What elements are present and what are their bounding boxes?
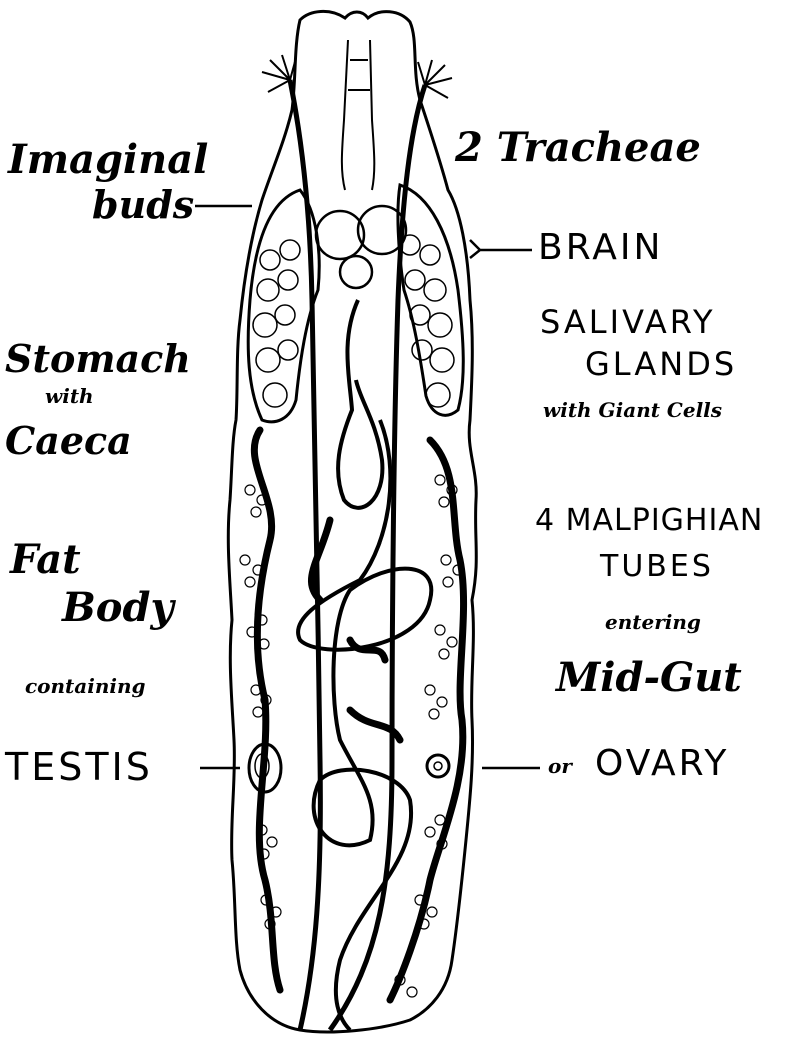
label-tracheae: 2 Tracheae xyxy=(455,128,701,168)
label-brain: BRAIN xyxy=(538,230,663,266)
pharynx xyxy=(342,40,374,190)
label-mid-gut: Mid-Gut xyxy=(556,658,742,698)
label-malpighian: 4 MALPIGHIAN xyxy=(535,506,763,536)
label-fat: Fat xyxy=(10,540,81,580)
label-caeca: Caeca xyxy=(5,422,132,460)
label-with: with xyxy=(45,386,94,406)
label-stomach: Stomach xyxy=(5,340,191,378)
label-giant-cells: with Giant Cells xyxy=(543,400,722,420)
label-salivary: SALIVARY xyxy=(540,306,716,338)
label-ovary: OVARY xyxy=(595,746,729,782)
trachea-right xyxy=(330,85,425,1030)
label-entering: entering xyxy=(605,612,701,632)
brain xyxy=(316,206,406,288)
label-testis: TESTIS xyxy=(5,748,153,786)
label-containing: containing xyxy=(25,676,146,696)
label-tubes: TUBES xyxy=(600,552,714,582)
malpighian-tubes xyxy=(254,430,463,1000)
label-or: or xyxy=(548,756,572,776)
label-imaginal: Imaginal xyxy=(8,140,208,180)
label-buds: buds xyxy=(92,186,194,224)
ovary xyxy=(427,755,449,777)
label-glands: GLANDS xyxy=(585,348,737,380)
label-body: Body xyxy=(62,588,174,628)
